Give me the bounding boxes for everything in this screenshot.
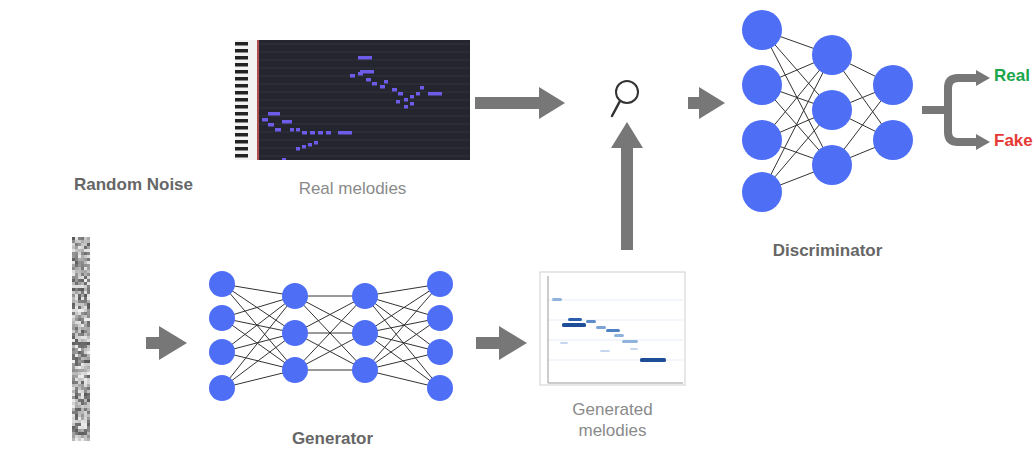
flow-arrow: [146, 337, 161, 349]
part-label: Real melodies: [299, 178, 407, 199]
diagram-part: Generated melodies: [535, 265, 690, 445]
neural-networks: [209, 10, 913, 401]
part-label: Random Noise: [74, 174, 193, 195]
flow-arrows: [475, 87, 725, 250]
part-label: Generated melodies: [558, 399, 668, 442]
magnifier-icon: [612, 81, 638, 116]
output-bracket: [922, 78, 978, 142]
generated-plot: [540, 272, 685, 385]
part-label: Discriminator: [773, 240, 883, 261]
bracket-arrowheads: [976, 70, 990, 150]
diagram-part: Discriminator: [735, 0, 920, 265]
noise-strip: [72, 237, 90, 441]
part-label: Generator: [292, 428, 373, 449]
diagram-part: Random Noise: [62, 170, 140, 445]
output-label: Real: [994, 66, 1030, 86]
output-label: Fake: [994, 131, 1033, 151]
piano-roll: [235, 40, 470, 160]
diagram-part: Real melodies: [230, 35, 475, 205]
flow-arrow: [476, 337, 501, 349]
diagram-part: Generator: [195, 250, 470, 455]
